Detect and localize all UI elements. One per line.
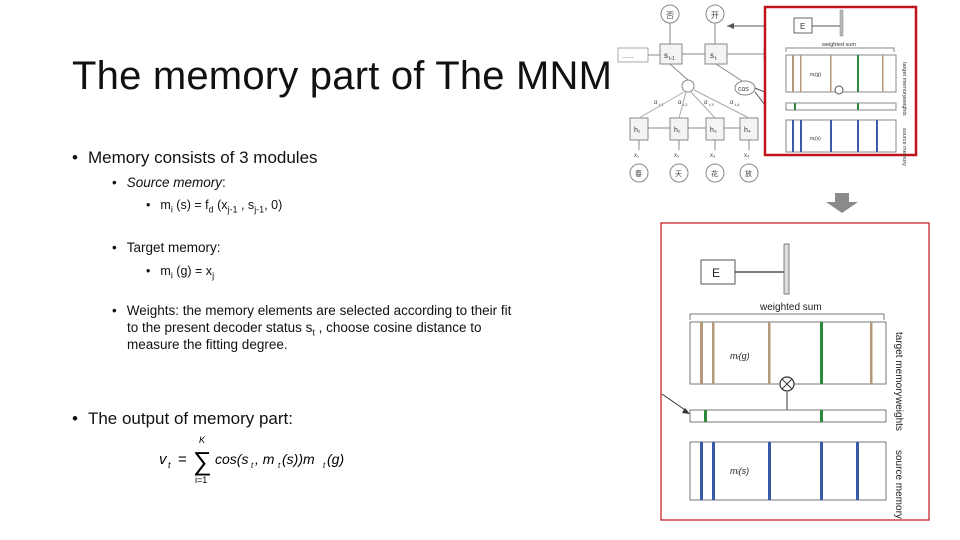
bullet-weights: •Weights: the memory elements are select… bbox=[112, 303, 512, 318]
svg-text:weights: weights bbox=[901, 96, 907, 116]
weights-bar bbox=[785, 102, 897, 111]
svg-text:target memory: target memory bbox=[893, 332, 904, 396]
bullet-dot: • bbox=[146, 264, 151, 278]
svg-text:t,4: t,4 bbox=[735, 102, 740, 107]
svg-text:mᵢ(g): mᵢ(g) bbox=[730, 351, 750, 361]
svg-text:t,2: t,2 bbox=[683, 102, 688, 107]
source-formula: •mi (s) = fd (xj-1 , sj-1, 0) bbox=[146, 198, 283, 215]
svg-text:weights: weights bbox=[893, 396, 904, 431]
svg-text:h₃: h₃ bbox=[710, 127, 717, 134]
svg-text:target memory: target memory bbox=[901, 62, 907, 98]
svg-text:=: = bbox=[178, 451, 187, 468]
svg-text:h₁: h₁ bbox=[634, 127, 641, 134]
bullet-dot: • bbox=[146, 198, 151, 212]
svg-text:source memory: source memory bbox=[901, 128, 907, 166]
down-arrow-icon bbox=[826, 193, 858, 213]
svg-text:α: α bbox=[730, 100, 734, 106]
bullet-dot: • bbox=[112, 240, 117, 255]
svg-text:weighted sum: weighted sum bbox=[821, 42, 856, 48]
svg-text:花: 花 bbox=[711, 169, 718, 178]
source-memory-bar-large bbox=[689, 441, 887, 501]
svg-text:source memory: source memory bbox=[893, 450, 904, 519]
svg-text:K: K bbox=[199, 435, 206, 445]
svg-text:......: ...... bbox=[622, 53, 634, 60]
svg-text:t: t bbox=[323, 461, 326, 470]
svg-text:天: 天 bbox=[675, 170, 682, 178]
svg-text:x₄: x₄ bbox=[744, 153, 750, 159]
bullet-memory-text: Memory consists of 3 modules bbox=[87, 148, 318, 167]
bullet-weights-line2: to the present decoder status st , choos… bbox=[127, 320, 482, 338]
svg-text:mᵢ(s): mᵢ(s) bbox=[810, 136, 821, 142]
svg-text:E: E bbox=[712, 266, 720, 280]
svg-text:E: E bbox=[800, 22, 805, 31]
svg-text:α: α bbox=[704, 100, 708, 106]
svg-text:(s))m: (s))m bbox=[282, 451, 315, 467]
svg-text:x₁: x₁ bbox=[634, 153, 639, 159]
svg-text:s: s bbox=[664, 51, 668, 60]
svg-text:t: t bbox=[168, 460, 171, 470]
target-formula: •mi (g) = xj bbox=[146, 264, 215, 281]
bullet-dot: • bbox=[112, 175, 117, 190]
svg-text:t: t bbox=[278, 461, 281, 470]
target-memory-bar bbox=[785, 54, 897, 93]
svg-text:t: t bbox=[251, 461, 254, 470]
svg-text:cos: cos bbox=[738, 86, 749, 93]
bullet-weights-line3: measure the fitting degree. bbox=[127, 337, 288, 352]
source-memory-bar bbox=[785, 119, 897, 153]
svg-text:mᵢ(s): mᵢ(s) bbox=[730, 466, 749, 476]
svg-text:, m: , m bbox=[255, 451, 275, 467]
bullet-source-memory: •Source memory: bbox=[112, 175, 226, 190]
svg-text:h₂: h₂ bbox=[674, 127, 681, 134]
sum-sign: ∑ bbox=[193, 446, 212, 476]
svg-text:α: α bbox=[678, 100, 682, 106]
memory-figure-large: E weighted sum mᵢ(g) mᵢ(s) target memory… bbox=[660, 222, 930, 521]
svg-text:v: v bbox=[159, 451, 168, 468]
svg-text:放: 放 bbox=[745, 169, 752, 178]
svg-text:h₄: h₄ bbox=[744, 127, 751, 134]
bullet-memory: • Memory consists of 3 modules bbox=[72, 148, 318, 168]
svg-text:t-1: t-1 bbox=[669, 56, 675, 62]
svg-text:i=1: i=1 bbox=[195, 475, 207, 485]
bullet-output: •The output of memory part: bbox=[72, 409, 293, 428]
input-tokens: x₁ x₂ x₃ x₄ 春 天 花 放 bbox=[629, 140, 759, 183]
svg-text:否: 否 bbox=[666, 11, 674, 20]
weights-bar-large bbox=[689, 409, 887, 423]
svg-text:x₃: x₃ bbox=[710, 153, 716, 159]
svg-text:cos(s: cos(s bbox=[215, 451, 248, 467]
svg-text:t: t bbox=[715, 56, 717, 62]
svg-text:s: s bbox=[710, 51, 714, 60]
bullet-dot: • bbox=[112, 303, 117, 318]
architecture-figure: 否 开 ...... s t-1 s t α t,1 α t,2 α t,3 α… bbox=[617, 4, 918, 183]
svg-text:mᵢ(g): mᵢ(g) bbox=[810, 72, 821, 78]
svg-text:春: 春 bbox=[635, 169, 642, 178]
svg-text:(g): (g) bbox=[327, 451, 344, 467]
target-memory-bar-large bbox=[689, 321, 887, 385]
svg-text:weighted sum: weighted sum bbox=[759, 302, 822, 313]
e-box-large bbox=[700, 259, 736, 285]
svg-text:开: 开 bbox=[711, 11, 719, 20]
svg-text:α: α bbox=[654, 100, 658, 106]
bullet-dot: • bbox=[72, 148, 78, 167]
svg-text:x₂: x₂ bbox=[674, 153, 680, 159]
bullet-dot: • bbox=[72, 409, 78, 428]
source-memory-label: Source memory bbox=[126, 175, 223, 190]
slide-title: The memory part of The MNM bbox=[72, 54, 613, 98]
output-equation: v t = ∑ K i=1 cos(s t , m t (s))m t (g) bbox=[159, 435, 344, 485]
hidden-boxes: h₁ h₂ h₃ h₄ bbox=[629, 89, 759, 141]
svg-text:t,3: t,3 bbox=[709, 102, 714, 107]
bullet-target-memory: •Target memory: bbox=[112, 240, 221, 255]
